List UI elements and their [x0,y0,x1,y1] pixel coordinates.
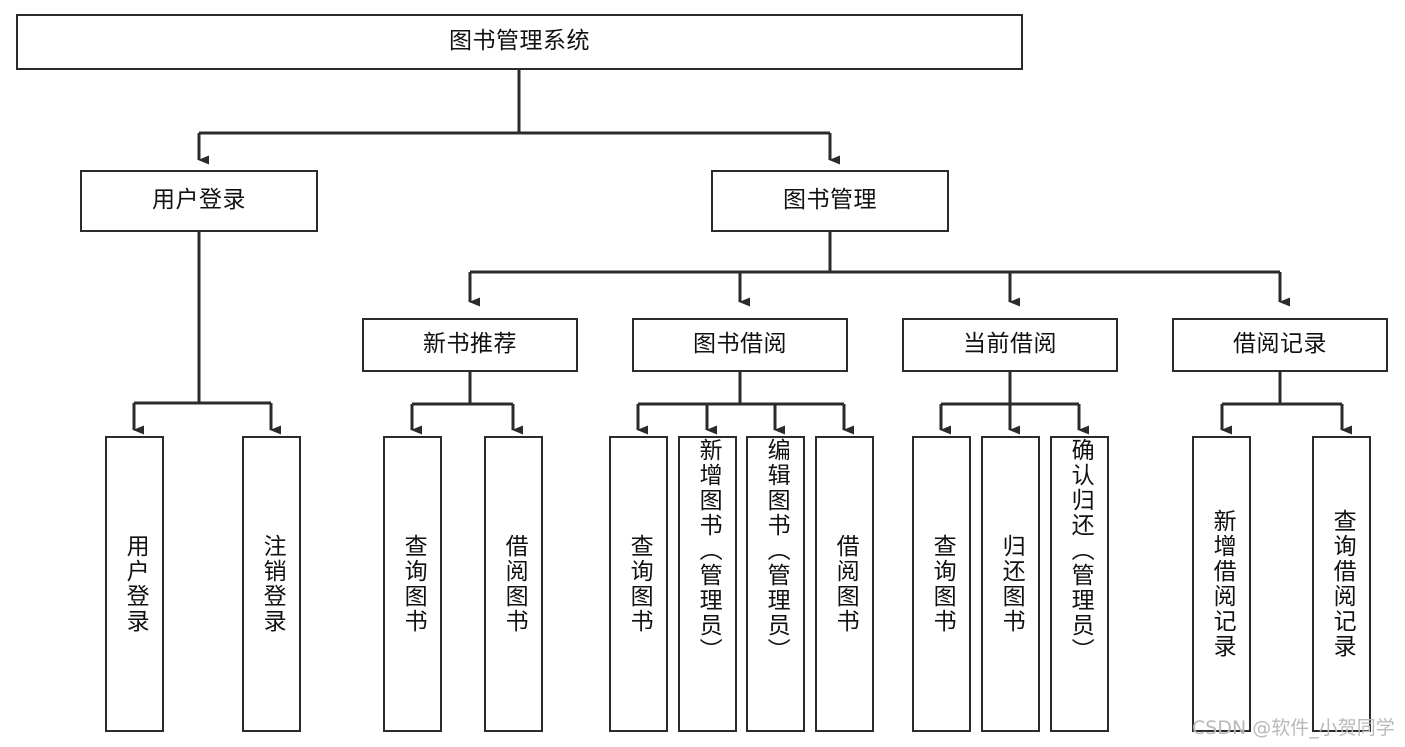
node-label: 图书借阅 [693,331,787,358]
node-label: 图书管理系统 [449,28,590,55]
node-label: 用户登录 [152,187,246,214]
node-label: 查询图书 [626,534,653,634]
node-label: 借阅图书 [501,534,528,634]
leaf-confirm-return-admin[interactable]: 确认归还（管理员） [1050,436,1109,732]
leaf-add-borrow-record[interactable]: 新增借阅记录 [1192,436,1251,732]
csdn-watermark: CSDN @软件_小贺同学 [1192,717,1395,739]
leaf-borrow-book-recommend[interactable]: 借阅图书 [484,436,543,732]
node-label: 当前借阅 [963,331,1057,358]
leaf-add-book-admin[interactable]: 新增图书（管理员） [678,436,737,732]
node-label: 用户登录 [122,534,149,634]
node-label: 借阅图书 [832,534,859,634]
node-book-management[interactable]: 图书管理 [711,170,949,232]
node-label: 图书管理 [783,187,877,214]
node-label: 查询借阅记录 [1329,509,1356,659]
leaf-query-book-current[interactable]: 查询图书 [912,436,971,732]
node-label: 确认归还（管理员） [1067,438,1094,663]
node-label: 编辑图书（管理员） [763,438,790,663]
node-label: 借阅记录 [1233,331,1327,358]
leaf-edit-book-admin[interactable]: 编辑图书（管理员） [746,436,805,732]
node-label: 查询图书 [929,534,956,634]
node-root-book-management-system[interactable]: 图书管理系统 [16,14,1023,70]
node-label: 归还图书 [998,534,1025,634]
node-label: 新书推荐 [423,331,517,358]
leaf-user-login[interactable]: 用户登录 [105,436,164,732]
node-current-borrow[interactable]: 当前借阅 [902,318,1118,372]
leaf-borrow-book[interactable]: 借阅图书 [815,436,874,732]
leaf-return-book[interactable]: 归还图书 [981,436,1040,732]
node-label: 注销登录 [259,534,286,634]
node-new-book-recommend[interactable]: 新书推荐 [362,318,578,372]
node-user-login[interactable]: 用户登录 [80,170,318,232]
leaf-query-book-borrow[interactable]: 查询图书 [609,436,668,732]
leaf-query-borrow-record[interactable]: 查询借阅记录 [1312,436,1371,732]
node-label: 查询图书 [400,534,427,634]
node-borrow-record[interactable]: 借阅记录 [1172,318,1388,372]
node-label: 新增图书（管理员） [695,438,722,663]
node-book-borrow[interactable]: 图书借阅 [632,318,848,372]
leaf-logout-login[interactable]: 注销登录 [242,436,301,732]
node-label: 新增借阅记录 [1209,509,1236,659]
leaf-query-book-recommend[interactable]: 查询图书 [383,436,442,732]
